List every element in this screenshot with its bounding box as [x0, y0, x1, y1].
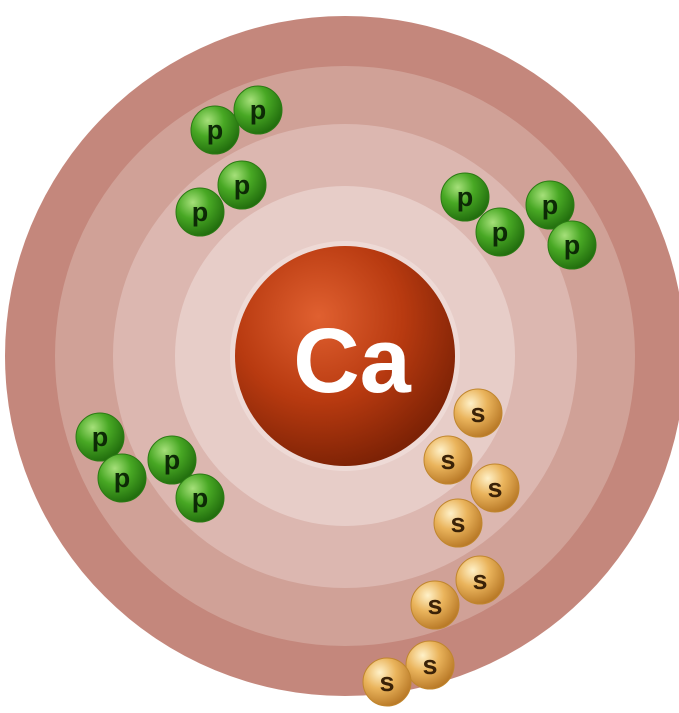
- p-electron-sphere: [475, 207, 525, 257]
- s-electron: s: [455, 555, 505, 605]
- p-electron-sphere: [233, 85, 283, 135]
- p-electron-sphere: [217, 160, 267, 210]
- p-electron: p: [75, 412, 125, 462]
- p-electron: p: [217, 160, 267, 210]
- s-electron-sphere: [433, 498, 483, 548]
- p-electron: p: [475, 207, 525, 257]
- p-electron: p: [97, 453, 147, 503]
- p-electron-sphere: [175, 473, 225, 523]
- p-electron-label: p: [234, 170, 251, 200]
- p-electron-sphere: [75, 412, 125, 462]
- p-electron-label: p: [192, 197, 209, 227]
- p-electron: p: [440, 172, 490, 222]
- s-electron-label: s: [470, 398, 485, 428]
- p-electron: p: [190, 105, 240, 155]
- s-electron-label: s: [379, 667, 394, 697]
- s-electron: s: [433, 498, 483, 548]
- s-electron: s: [453, 388, 503, 438]
- s-electron-label: s: [440, 445, 455, 475]
- p-electron-sphere: [440, 172, 490, 222]
- p-electron-sphere: [525, 180, 575, 230]
- s-electron-label: s: [487, 473, 502, 503]
- p-electron-label: p: [492, 217, 509, 247]
- p-electron-sphere: [190, 105, 240, 155]
- s-electron-sphere: [362, 657, 412, 707]
- p-electron: p: [233, 85, 283, 135]
- p-electron-label: p: [457, 182, 474, 212]
- s-electron: s: [362, 657, 412, 707]
- s-electron-label: s: [422, 650, 437, 680]
- nucleus: Ca: [235, 246, 455, 466]
- p-electron: p: [175, 473, 225, 523]
- s-electron-sphere: [410, 580, 460, 630]
- p-electron-sphere: [97, 453, 147, 503]
- p-electron: p: [547, 220, 597, 270]
- p-electron-label: p: [250, 95, 267, 125]
- s-electron-label: s: [427, 590, 442, 620]
- s-electron: s: [410, 580, 460, 630]
- s-electron-sphere: [423, 435, 473, 485]
- p-electron-sphere: [147, 435, 197, 485]
- p-electron-label: p: [542, 190, 559, 220]
- p-electron-sphere: [547, 220, 597, 270]
- s-electron-sphere: [405, 640, 455, 690]
- p-electron-label: p: [207, 115, 224, 145]
- p-electron: p: [175, 187, 225, 237]
- p-electron-sphere: [175, 187, 225, 237]
- p-electron-label: p: [164, 445, 181, 475]
- p-electron: p: [147, 435, 197, 485]
- s-electron-sphere: [470, 463, 520, 513]
- s-electron-sphere: [455, 555, 505, 605]
- p-electron-label: p: [192, 483, 209, 513]
- nucleus-sphere: [235, 246, 455, 466]
- s-electron: s: [405, 640, 455, 690]
- p-electron-label: p: [92, 422, 109, 452]
- s-electron: s: [423, 435, 473, 485]
- p-electron-label: p: [564, 230, 581, 260]
- nucleus-symbol: Ca: [293, 310, 411, 412]
- s-electron-label: s: [450, 508, 465, 538]
- s-electron-sphere: [453, 388, 503, 438]
- p-electron: p: [525, 180, 575, 230]
- p-electron-label: p: [114, 463, 131, 493]
- s-electron: s: [470, 463, 520, 513]
- s-electron-label: s: [472, 565, 487, 595]
